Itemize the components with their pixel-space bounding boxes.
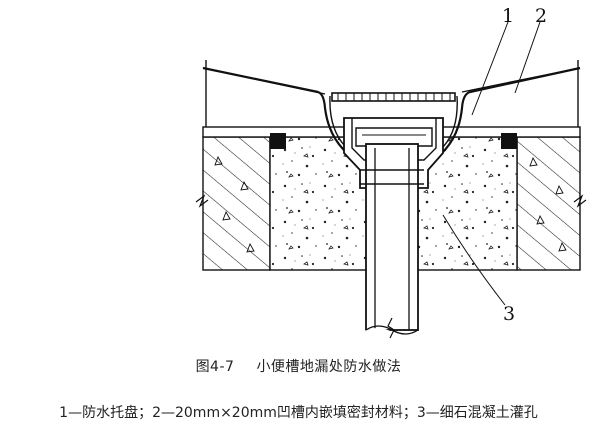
leader-line-2 <box>514 21 541 94</box>
figure-legend: 1—防水托盘；2—20mm×20mm凹槽内嵌填密封材料；3—细石混凝土灌孔 <box>59 405 538 421</box>
slab-left-hatched <box>202 136 271 271</box>
sealant-groove-right <box>501 133 517 149</box>
drain-grate <box>331 92 456 102</box>
figure-caption: 图4-7 小便槽地漏处防水做法 <box>0 356 597 376</box>
callout-1: 1 <box>502 5 514 27</box>
drain-pipe <box>360 143 424 339</box>
figure-title: 小便槽地漏处防水做法 <box>256 359 402 375</box>
slab-right-hatched <box>516 136 581 271</box>
drain-section-diagram: 1 2 3 <box>195 5 587 339</box>
callout-3: 3 <box>503 303 515 325</box>
leader-line-3 <box>442 214 506 306</box>
leader-line-1 <box>471 21 509 116</box>
figure-number: 图4-7 <box>195 359 235 375</box>
callout-2: 2 <box>535 5 547 27</box>
sealant-groove-left <box>270 133 286 149</box>
break-lines <box>195 194 587 208</box>
